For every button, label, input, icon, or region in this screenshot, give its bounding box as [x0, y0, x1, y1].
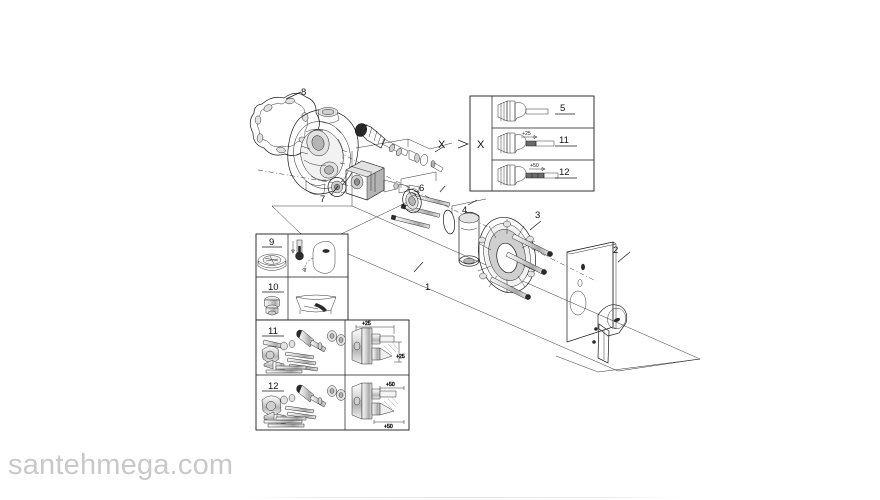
detail-11-dim-side: +25	[396, 354, 405, 360]
part-mounting-screws	[489, 233, 553, 300]
part-2-face-plate	[566, 241, 617, 343]
callout-2: 2	[613, 245, 618, 256]
callout-7: 7	[320, 194, 325, 205]
detail-row-10: 10	[262, 282, 337, 316]
part-4-sleeve	[458, 211, 480, 267]
detail-x-row-5: 5	[497, 100, 575, 122]
bathtub-icon	[295, 294, 337, 314]
part-valve-body	[287, 107, 359, 195]
detail-x-row-12: +50 12	[497, 163, 577, 186]
detail-box-parts: 9	[255, 233, 410, 431]
part-o-ring	[442, 209, 456, 235]
detail-x-number-12: 12	[559, 167, 570, 178]
detail-row-9: 9	[257, 237, 336, 274]
detail-row-12: 12	[261, 381, 405, 430]
detail-box-x: X 5 +25 11	[457, 95, 595, 192]
detail-x-number-11: 11	[559, 135, 569, 146]
callout-3: 3	[535, 210, 540, 221]
detail-x-row-11: +25 11	[497, 131, 577, 154]
detail-11-dim-top: +25	[362, 321, 371, 327]
handle-rotation-pictogram	[301, 241, 336, 274]
part-retaining-nut	[402, 188, 422, 214]
detail-number-11: 11	[268, 326, 278, 337]
detail-x-dim-50: +50	[530, 163, 539, 169]
detail-12-dim-top: +50	[386, 382, 395, 388]
site-watermark: santehmega.com	[8, 449, 234, 481]
thermometer-icon	[291, 239, 304, 261]
detail-number-10: 10	[268, 282, 279, 293]
part-lever-handle	[592, 304, 628, 364]
detail-row-12-dimension-view: +50 +50	[351, 382, 405, 430]
footer-divider	[243, 497, 683, 498]
detail-row-11: 11	[261, 321, 405, 374]
part-cartridge-housing	[345, 160, 420, 201]
part-cartridge-stem	[355, 123, 444, 173]
callout-1: 1	[425, 282, 430, 293]
detail-number-9: 9	[269, 237, 274, 248]
callout-4: 4	[462, 205, 467, 216]
detail-number-12: 12	[268, 381, 279, 392]
detail-x-dim-25: +25	[522, 131, 531, 137]
detail-x-number-5: 5	[560, 103, 565, 114]
callout-6: 6	[419, 183, 424, 194]
detail-row-11-dimension-view: +25 +25	[351, 321, 405, 365]
callout-x-main: X	[438, 139, 446, 151]
detail-12-dim-bottom: +50	[384, 424, 393, 430]
callout-leaders	[285, 91, 631, 273]
detail-x-marker: X	[477, 139, 485, 151]
callout-8: 8	[301, 87, 306, 98]
